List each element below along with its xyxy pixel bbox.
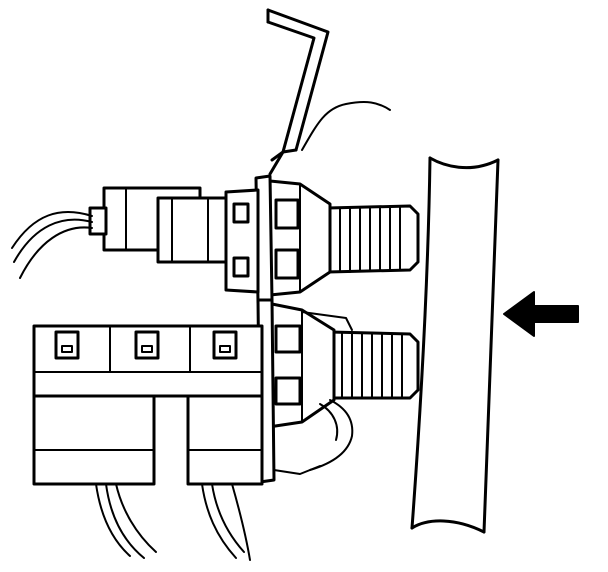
direction-arrow <box>503 291 579 337</box>
mounting-bracket <box>266 8 391 176</box>
lower-switch <box>256 298 420 484</box>
upper-electrical-connector <box>11 186 228 279</box>
brake-pedal-arm <box>410 156 500 534</box>
upper-switch <box>224 174 420 304</box>
lower-electrical-connectors <box>32 324 264 561</box>
